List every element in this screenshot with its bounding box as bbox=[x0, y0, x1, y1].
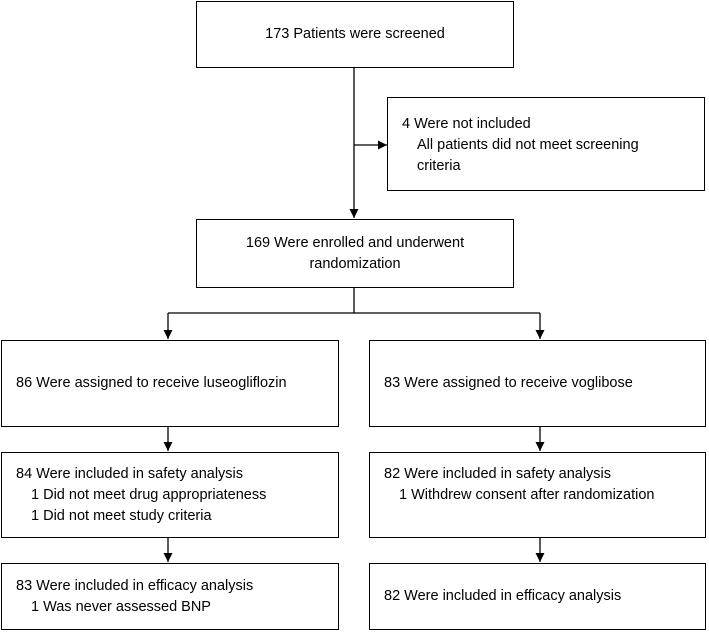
right-arm-safety-reason-1: 1 Withdrew consent after randomization bbox=[399, 487, 655, 503]
randomized-box: 169 Were enrolled and underwent randomiz… bbox=[196, 219, 514, 288]
excluded-reason-line-1: All patients did not meet screening bbox=[417, 137, 639, 153]
right-arm-efficacy-box: 82 Were included in efficacy analysis bbox=[369, 563, 706, 630]
left-arm-efficacy-box: 83 Were included in efficacy analysis 1 … bbox=[1, 563, 339, 630]
left-arm-assigned-text: 86 Were assigned to receive luseoglifloz… bbox=[16, 375, 287, 391]
screened-box: 173 Patients were screened bbox=[196, 1, 514, 68]
left-arm-safety-reason-2: 1 Did not meet study criteria bbox=[31, 508, 212, 524]
excluded-reason-line-2: criteria bbox=[417, 158, 461, 174]
left-arm-efficacy-title: 83 Were included in efficacy analysis bbox=[16, 577, 254, 594]
right-arm-safety-title: 82 Were included in safety analysis bbox=[384, 466, 612, 482]
randomized-line-1: 169 Were enrolled and underwent bbox=[245, 234, 465, 251]
left-arm-safety-title: 84 Were included in safety analysis bbox=[16, 466, 244, 482]
right-arm-assigned-box: 83 Were assigned to receive voglibose bbox=[369, 340, 706, 427]
left-arm-safety-box: 84 Were included in safety analysis 1 Di… bbox=[1, 452, 339, 538]
screened-text: 173 Patients were screened bbox=[265, 26, 445, 42]
right-arm-assigned-text: 83 Were assigned to receive voglibose bbox=[384, 375, 633, 391]
left-arm-safety-reason-1: 1 Did not meet drug appropriateness bbox=[31, 487, 267, 503]
excluded-box: 4 Were not included All patients did not… bbox=[387, 97, 705, 191]
randomized-line-2: randomization bbox=[309, 255, 401, 272]
left-arm-efficacy-reason-1: 1 Was never assessed BNP bbox=[31, 598, 211, 615]
right-arm-safety-box: 82 Were included in safety analysis 1 Wi… bbox=[369, 452, 706, 538]
left-arm-assigned-box: 86 Were assigned to receive luseoglifloz… bbox=[1, 340, 339, 427]
excluded-title: 4 Were not included bbox=[402, 116, 531, 132]
right-arm-efficacy-title: 82 Were included in efficacy analysis bbox=[384, 588, 622, 604]
